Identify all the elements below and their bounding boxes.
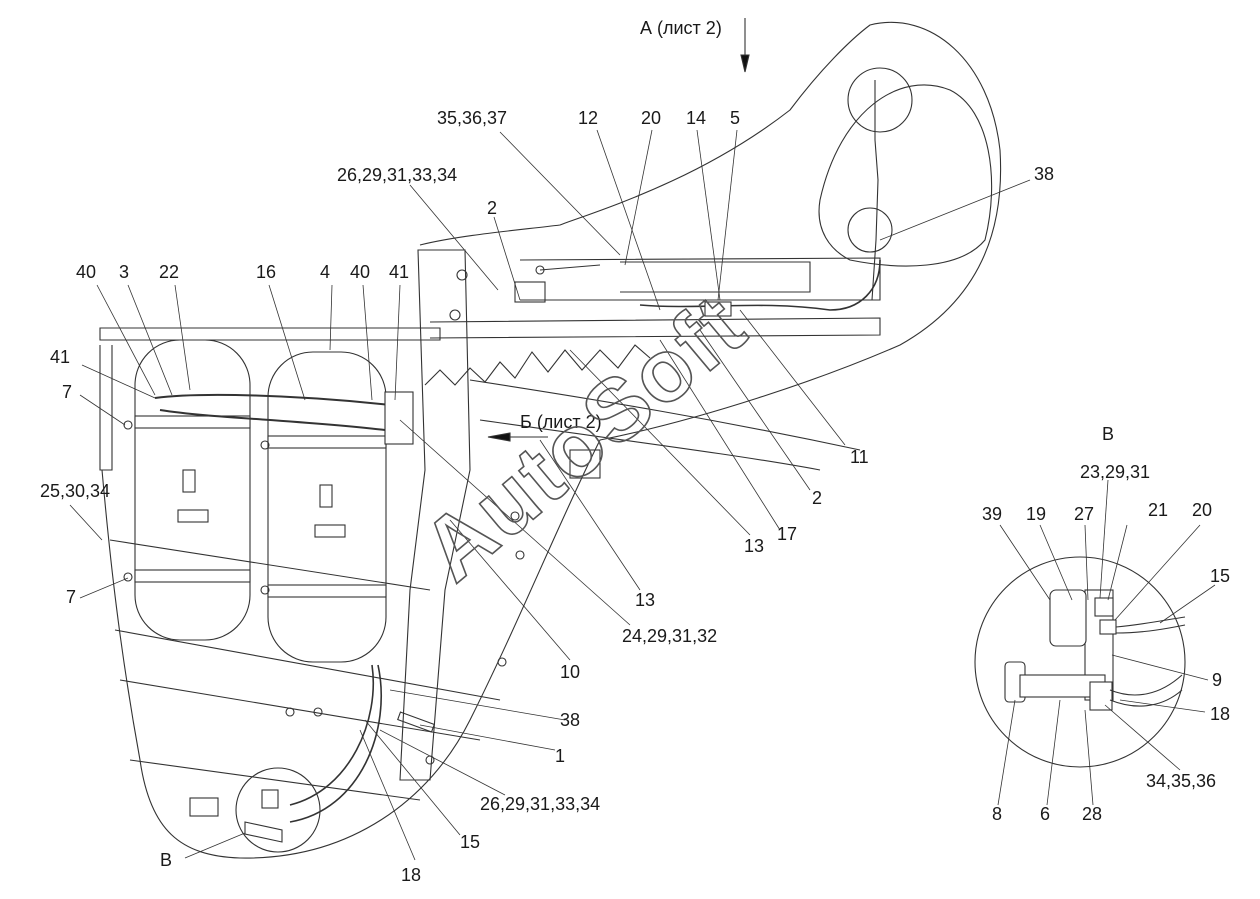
detail-label-19: 19 [1026,504,1046,524]
label-2-mid: 2 [812,488,822,508]
label-38-top: 38 [1034,164,1054,184]
detail-label-9: 9 [1212,670,1222,690]
label-17: 17 [777,524,797,544]
label-12: 12 [578,108,598,128]
label-13-b: 13 [635,590,655,610]
detail-label-15: 15 [1210,566,1230,586]
fan-wheel [818,84,993,267]
label-7-top: 7 [62,382,72,402]
detail-label-23-29-31: 23,29,31 [1080,462,1150,482]
label-7-bottom: 7 [66,587,76,607]
label-41-top: 41 [389,262,409,282]
label-5: 5 [730,108,740,128]
air-tank-right [267,351,387,663]
label-24-29-31-32: 24,29,31,32 [622,626,717,646]
label-2-top: 2 [487,198,497,218]
label-20-top: 20 [641,108,661,128]
air-tank-left [134,339,251,641]
corrugated-hose [424,344,651,386]
label-26-top: 26,29,31,33,34 [337,165,457,185]
label-26-bottom: 26,29,31,33,34 [480,794,600,814]
label-13-a: 13 [744,536,764,556]
label-18-bottom: 18 [401,865,421,885]
callout-circle-v [235,767,321,853]
hose-upper [154,393,391,406]
label-38-bottom: 38 [560,710,580,730]
label-41-left: 41 [50,347,70,367]
watermark: AutoSoft [404,275,764,600]
label-11: 11 [850,447,869,467]
label-10: 10 [560,662,580,682]
detail-label-8: 8 [992,804,1002,824]
label-40-left: 40 [76,262,96,282]
label-40-mid: 40 [350,262,370,282]
top-rail [99,327,441,341]
label-16: 16 [256,262,276,282]
label-35-36-37: 35,36,37 [437,108,507,128]
detail-label-39: 39 [982,504,1002,524]
detail-label-20: 20 [1192,500,1212,520]
hose-lower [289,664,374,806]
detail-title: В [1102,424,1114,444]
label-14: 14 [686,108,706,128]
detail-label-28: 28 [1082,804,1102,824]
view-b-label: Б (лист 2) [520,412,602,432]
label-22: 22 [159,262,179,282]
detail-label-6: 6 [1040,804,1050,824]
mount-plate [399,249,471,781]
label-4: 4 [320,262,330,282]
label-3: 3 [119,262,129,282]
detail-label-21: 21 [1148,500,1168,520]
detail-circle [974,556,1186,768]
body-outline [101,21,1002,859]
detail-label-18: 18 [1210,704,1230,724]
detail-label-34-35-36: 34,35,36 [1146,771,1216,791]
label-25-30-34: 25,30,34 [40,481,110,501]
callout-v-label: В [160,850,172,870]
valve-block [384,391,414,445]
label-15-bottom: 15 [460,832,480,852]
view-a-label: А (лист 2) [640,18,722,38]
label-1: 1 [555,746,565,766]
detail-label-27: 27 [1074,504,1094,524]
